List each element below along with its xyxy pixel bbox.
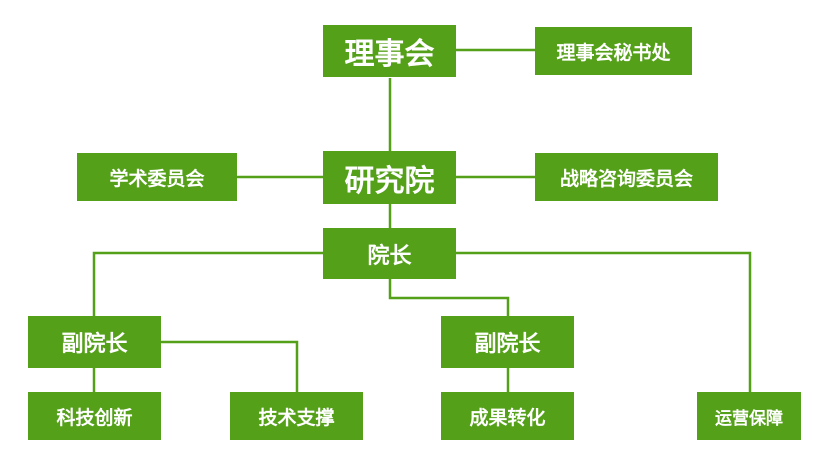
board-secretariat-box: 理事会秘书处	[535, 27, 692, 75]
president-box: 院长	[323, 228, 456, 279]
connector-president-vp-left	[92, 251, 323, 316]
board-box: 理事会	[323, 25, 456, 77]
tech-support-box: 技术支撑	[230, 392, 363, 440]
connector-vp-left-support	[161, 340, 299, 392]
connector-president-vp-right	[388, 279, 510, 316]
operations-support-box: 运营保障	[697, 392, 801, 440]
connector-president-operations	[456, 251, 752, 392]
commercialization-box: 成果转化	[441, 392, 574, 440]
academic-committee-box: 学术委员会	[77, 153, 237, 201]
vice-president-left-box: 副院长	[28, 316, 161, 368]
tech-innovation-box: 科技创新	[28, 392, 161, 440]
vice-president-right-box: 副院长	[441, 316, 574, 368]
strategy-committee-box: 战略咨询委员会	[535, 153, 718, 201]
institute-box: 研究院	[323, 151, 456, 204]
